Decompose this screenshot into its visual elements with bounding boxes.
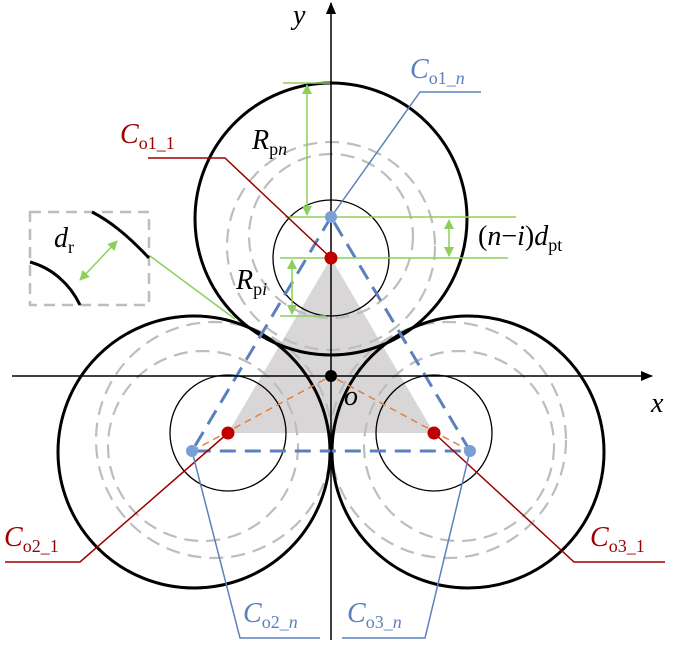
dr-dimension-arrow	[79, 240, 118, 281]
point-co1-1	[324, 251, 338, 265]
origin-label: o	[344, 381, 358, 412]
label-rpn: Rpn	[251, 125, 287, 159]
point-co3-n	[464, 445, 476, 457]
point-co1-n	[325, 211, 337, 223]
label-rpi: Rpi	[235, 265, 267, 299]
dr-inset-curve-b	[29, 260, 82, 306]
dr-inset-curve-a	[91, 210, 151, 260]
left-inner-circle	[169, 374, 287, 492]
orange-dashed-lines	[191, 375, 471, 452]
dr-inset-box	[28, 210, 151, 307]
label-co3-n: Co3_n	[347, 598, 402, 632]
label-co1-1: Co1_1	[120, 119, 175, 153]
point-co2-n	[186, 445, 198, 457]
point-co3-1	[427, 426, 441, 440]
leader-co2-n	[191, 450, 320, 639]
leader-co2-1	[5, 432, 229, 563]
leader-co1-n	[330, 91, 481, 218]
y-axis-label: y	[290, 0, 306, 31]
point-co2-1	[221, 426, 235, 440]
right-inner-circle	[375, 374, 493, 492]
label-co2-n: Co2_n	[243, 598, 298, 632]
point-origin	[325, 370, 337, 382]
label-n-minus-i-dpt: (n−i)dpt	[478, 221, 562, 255]
leader-co3-1	[433, 432, 665, 563]
label-co1-n: Co1_n	[410, 54, 465, 88]
right-dashed-circles	[328, 320, 568, 560]
label-co2-1: Co2_1	[4, 522, 59, 556]
leader-co1-1	[148, 157, 332, 259]
label-dr: dr	[54, 223, 74, 257]
x-axis-label: x	[650, 388, 664, 419]
label-co3-1: Co3_1	[590, 522, 645, 556]
leader-co3-n	[342, 450, 471, 639]
green-dimension-lines	[149, 82, 516, 320]
